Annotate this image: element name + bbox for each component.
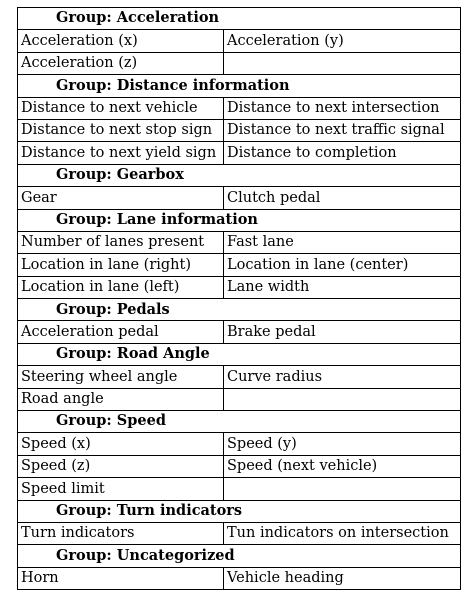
feature-cell-right: Speed (y): [222, 432, 462, 456]
group-title: Group: Pedals: [16, 298, 462, 322]
group-title: Group: Speed: [16, 410, 462, 434]
feature-cell-left: Number of lanes present: [17, 230, 224, 255]
table-row: Location in lane (right)Location in lane…: [17, 253, 462, 277]
feature-cell-left: Distance to next stop sign: [17, 118, 224, 143]
feature-cell-left: Distance to next vehicle: [17, 96, 224, 120]
feature-cell-right: Distance to next intersection: [222, 96, 462, 120]
group-header-row: Group: Speed: [16, 410, 462, 434]
feature-cell-left: Gear: [17, 186, 224, 210]
feature-cell-left: Road angle: [17, 387, 224, 412]
feature-cell-right: Tun indicators on intersection: [222, 521, 462, 546]
feature-cell-right: Curve radius: [222, 365, 462, 389]
group-header-row: Group: Gearbox: [16, 163, 462, 188]
feature-cell-left: Distance to next yield sign: [17, 141, 224, 165]
group-header-row: Group: Lane information: [16, 208, 462, 232]
group-title: Group: Road Angle: [16, 342, 462, 367]
feature-cell-left: Speed limit: [17, 477, 224, 501]
group-title: Group: Distance information: [16, 74, 462, 98]
feature-cell-left: Horn: [17, 566, 224, 591]
group-header-row: Group: Uncategorized: [16, 544, 462, 568]
feature-cell-left: Acceleration pedal: [17, 320, 224, 344]
feature-cell-right: Acceleration (y): [222, 29, 462, 53]
feature-cell-right: [222, 51, 462, 76]
feature-cell-right: Distance to completion: [222, 141, 462, 165]
group-title: Group: Turn indicators: [16, 499, 462, 523]
feature-cell-left: Location in lane (right): [17, 253, 224, 277]
group-header-row: Group: Road Angle: [16, 342, 462, 367]
feature-cell-right: Fast lane: [222, 230, 462, 255]
feature-cell-right: Location in lane (center): [222, 253, 462, 277]
feature-cell-left: Acceleration (x): [17, 29, 224, 53]
table-row: Speed (z)Speed (next vehicle): [17, 454, 462, 479]
feature-cell-right: Lane width: [222, 275, 462, 300]
group-header-row: Group: Acceleration: [16, 6, 462, 31]
table-row: Road angle: [17, 387, 462, 412]
feature-cell-right: [222, 477, 462, 501]
feature-cell-right: Brake pedal: [222, 320, 462, 344]
feature-cell-left: Speed (z): [17, 454, 224, 479]
table-row: Location in lane (left)Lane width: [17, 275, 462, 300]
feature-cell-right: Speed (next vehicle): [222, 454, 462, 479]
table-row: Acceleration (z): [17, 51, 462, 76]
feature-cell-right: Vehicle heading: [222, 566, 462, 591]
group-header-row: Group: Pedals: [16, 298, 462, 322]
feature-cell-right: [222, 387, 462, 412]
feature-cell-left: Location in lane (left): [17, 275, 224, 300]
feature-cell-left: Steering wheel angle: [17, 365, 224, 389]
group-title: Group: Uncategorized: [16, 544, 462, 568]
group-title: Group: Acceleration: [16, 6, 462, 31]
table-row: Acceleration (x)Acceleration (y): [17, 29, 462, 53]
feature-cell-right: Clutch pedal: [222, 186, 462, 210]
feature-cell-left: Speed (x): [17, 432, 224, 456]
group-title: Group: Lane information: [16, 208, 462, 232]
group-header-row: Group: Turn indicators: [16, 499, 462, 523]
table-row: Speed (x)Speed (y): [17, 432, 462, 456]
feature-cell-right: Distance to next traffic signal: [222, 118, 462, 143]
feature-cell-left: Acceleration (z): [17, 51, 224, 76]
group-header-row: Group: Distance information: [16, 74, 462, 98]
table-row: Speed limit: [17, 477, 462, 501]
group-title: Group: Gearbox: [16, 163, 462, 188]
feature-cell-left: Turn indicators: [17, 521, 224, 546]
